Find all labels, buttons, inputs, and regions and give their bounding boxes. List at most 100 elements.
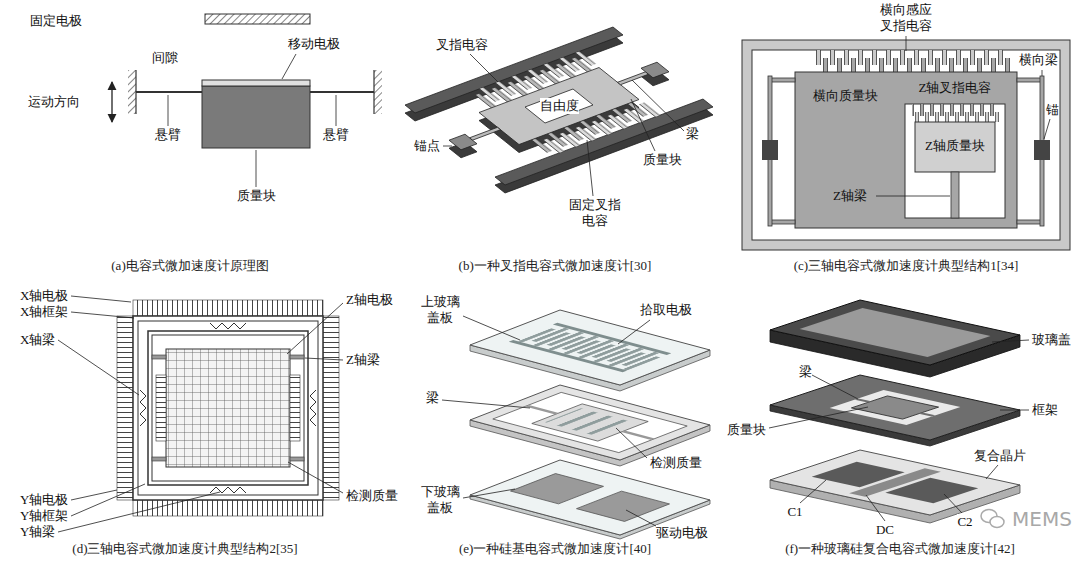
leader-lines [305, 358, 343, 360]
part-label: Y轴梁 [20, 524, 55, 540]
label-anchor: 固定电极 [30, 13, 82, 29]
triaxial-structure-two [148, 331, 308, 485]
label-anchor: 间隙 [152, 50, 178, 66]
part-label: Z轴质量块 [925, 138, 985, 154]
part-label: 检测质量 [346, 488, 398, 504]
label-anchor: 梁 [799, 364, 812, 380]
triaxial-structure-one [815, 58, 1011, 72]
label-anchor: 悬臂 [323, 127, 349, 143]
leader-lines [71, 312, 134, 318]
triaxial-structure-one [951, 172, 959, 218]
leader-lines [626, 510, 656, 526]
triaxial-structure-one [762, 140, 778, 160]
triaxial-structure-one [1034, 140, 1050, 160]
label-anchor: DC [876, 522, 894, 538]
part-label: 上玻璃盖板 [420, 294, 461, 326]
glass-silicon-accelerometer [770, 300, 1020, 365]
part-label: 运动方向 [28, 94, 80, 110]
leader-lines [986, 465, 998, 479]
triaxial-structure-one [1017, 78, 1042, 82]
leader-lines [906, 36, 907, 51]
glass-silicon-accelerometer [770, 300, 1020, 365]
triaxial-structure-two [210, 323, 246, 329]
label-anchor: 自由度 [540, 98, 579, 114]
watermark: MEMS [1012, 508, 1072, 530]
part-label: 横向质量块 [813, 88, 878, 104]
triaxial-structure-one [742, 40, 1070, 250]
label-anchor: 检测质量 [650, 455, 702, 471]
leader-lines [632, 80, 684, 131]
leader-lines [618, 320, 650, 344]
leader-lines [463, 489, 515, 498]
part-label: X轴电极 [20, 288, 68, 304]
part-label: 叉指电容 [436, 37, 488, 53]
label-anchor: 锚 [1046, 102, 1059, 118]
label-anchor: 横向质量块 [813, 88, 878, 104]
triaxial-structure-one [915, 122, 995, 172]
glass-silicon-accelerometer [830, 390, 961, 425]
triaxial-structure-two [210, 487, 246, 493]
part-label: 间隙 [152, 50, 178, 66]
label-anchor: Z轴梁 [346, 352, 380, 368]
label-anchor: 驱动电极 [656, 525, 708, 541]
label-anchor: 拾取电极 [640, 302, 692, 318]
label-anchor: X轴梁 [20, 332, 55, 348]
leader-lines [876, 196, 950, 197]
label-anchor: 叉指电容 [436, 37, 488, 53]
leader-lines [71, 296, 131, 302]
triaxial-structure-two [133, 316, 323, 500]
leader-lines [336, 95, 337, 126]
leader-lines [58, 340, 139, 395]
part-label: 固定电极 [30, 13, 82, 29]
triaxial-structure-two [117, 316, 133, 500]
leader-lines [282, 54, 296, 79]
panel-caption: (e)一种硅基电容式微加速度计[40] [459, 541, 651, 557]
part-label: 锚 [1046, 102, 1059, 118]
leader-lines [1000, 410, 1029, 411]
part-label: 横向梁 [1019, 52, 1058, 68]
label-anchor: 下玻璃盖板 [420, 484, 461, 516]
triaxial-structure-two [290, 457, 304, 461]
principle-sketch [111, 82, 112, 122]
label-anchor: Y轴框架 [20, 508, 68, 524]
principle-sketch [128, 70, 136, 114]
silicon-accelerometer [621, 431, 655, 440]
label-anchor: 质量块 [237, 188, 276, 204]
part-label: 固定叉指电容 [568, 197, 622, 229]
silicon-accelerometer [470, 460, 710, 535]
triaxial-structure-one [770, 78, 795, 82]
leader-lines [58, 36, 1050, 532]
triaxial-structure-two [290, 355, 304, 359]
label-anchor: 固定叉指电容 [568, 197, 622, 229]
label-anchor: (d)三轴电容式微加速度计典型结构2[35] [72, 541, 297, 557]
part-label: 下玻璃盖板 [420, 484, 461, 516]
part-label: 质量块 [727, 422, 766, 438]
silicon-accelerometer [532, 404, 648, 441]
part-label: 梁 [799, 364, 812, 380]
part-label: 移动电极 [288, 36, 340, 52]
part-label: Z轴叉指电容 [919, 80, 992, 96]
principle-sketch [112, 14, 382, 148]
label-anchor: (f)一种玻璃硅复合电容式微加速度计[42] [785, 541, 1015, 557]
comb-accelerometer [470, 127, 501, 140]
leader-lines [616, 428, 647, 458]
leader-lines [866, 495, 885, 521]
part-label: C2 [957, 514, 972, 530]
label-anchor: 框架 [1032, 402, 1058, 418]
panel-caption: (b)一种叉指电容式微加速度计[30] [459, 258, 652, 274]
panel-caption: (c)三轴电容式微加速度计典型结构1[34] [794, 258, 1019, 274]
triaxial-structure-two [166, 349, 290, 467]
label-anchor: C2 [957, 514, 972, 530]
leader-lines [631, 99, 655, 151]
comb-accelerometer [405, 27, 713, 185]
triaxial-structure-one [905, 104, 1005, 218]
silicon-accelerometer [470, 310, 710, 539]
part-label: C1 [787, 504, 802, 520]
part-label: 驱动电极 [656, 525, 708, 541]
triaxial-structure-one [752, 50, 1060, 240]
comb-accelerometer [641, 62, 669, 78]
leader-lines [463, 316, 520, 340]
part-label: X轴梁 [20, 332, 55, 348]
triaxial-structure-two [323, 316, 339, 500]
